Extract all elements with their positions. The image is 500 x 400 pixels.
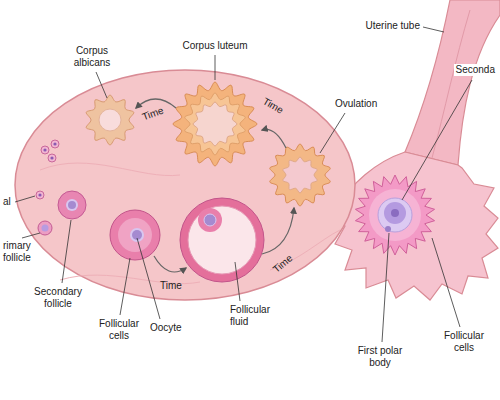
part-label: Follicular fluid: [230, 304, 282, 328]
follicular-antrum: [188, 206, 256, 274]
primordial-oocyte: [43, 148, 46, 151]
corpus-luteum-core: [193, 102, 237, 146]
part-label: rimary follicle: [3, 240, 47, 264]
corpus-luteum: [173, 82, 257, 166]
oocyte-nucleus: [391, 209, 399, 217]
part-label: Seconda: [454, 64, 497, 76]
leader-line: [120, 258, 130, 315]
growing-zona: [130, 228, 144, 242]
leader-line: [432, 238, 460, 327]
part-label: Oocyte: [150, 322, 182, 334]
leader-line: [96, 72, 107, 98]
part-label: Follicular cells: [92, 318, 146, 342]
part-label: al: [3, 196, 11, 208]
secondary-oocyte: [384, 202, 406, 224]
leader-line: [22, 233, 40, 238]
time-arrow: [262, 129, 286, 148]
time-arrow: [154, 256, 186, 272]
secondary-zona: [66, 199, 78, 211]
primordial-oocyte: [38, 193, 41, 196]
cumulus-oophorus: [198, 208, 222, 232]
secondary-oocyte: [68, 201, 76, 209]
primordial-oocyte: [53, 142, 56, 145]
zona-pellucida: [378, 198, 412, 232]
corpus-albicans-core: [99, 109, 121, 131]
primary-follicle: [38, 221, 52, 235]
growing-follicle: [110, 210, 160, 260]
leader-line: [215, 55, 216, 80]
fimbriae: [330, 152, 498, 300]
part-label: Secondary follicle: [30, 286, 86, 310]
part-label: Uterine tube: [360, 20, 420, 32]
part-label: Ovulation: [335, 98, 377, 110]
part-label: Corpus luteum: [170, 40, 260, 52]
time-label: Time: [141, 105, 166, 124]
leader-line: [62, 220, 71, 283]
leader-line: [423, 27, 444, 32]
leader-lines: [15, 27, 472, 342]
vesicular-oocyte: [204, 214, 216, 226]
corpus-albicans: [86, 95, 134, 145]
primordial-oocyte: [50, 156, 53, 159]
part-label: Corpus albicans: [66, 45, 118, 69]
corona-radiata: [355, 175, 434, 255]
secondary-follicle: [58, 191, 86, 219]
part-label: Follicular cells: [436, 330, 492, 354]
polar-body: [385, 226, 391, 232]
corpus-luteum-fold: [185, 93, 245, 155]
ruptured-follicle-core: [283, 157, 317, 193]
corona-inner: [369, 189, 421, 241]
follicle-stages: [36, 82, 435, 282]
primordial-follicle: [48, 154, 56, 162]
time-arrows: [136, 99, 294, 272]
ovary-outline: [15, 70, 355, 300]
primordial-follicle: [41, 146, 49, 154]
leader-line: [235, 262, 240, 301]
time-label: Time: [160, 280, 182, 292]
primary-oocyte: [42, 225, 49, 232]
granulosa-layer: [118, 218, 152, 252]
ruptured-follicle: [270, 144, 330, 206]
time-arrow: [262, 208, 294, 254]
primordial-follicle: [36, 191, 44, 199]
primordial-follicle: [51, 140, 59, 148]
leader-line: [15, 196, 35, 202]
tube-fold: [432, 10, 470, 158]
leader-line: [402, 80, 472, 200]
leader-line: [137, 238, 160, 319]
leader-line: [382, 233, 389, 342]
leader-line: [320, 113, 345, 153]
time-label: Time: [271, 252, 295, 275]
time-label: Time: [260, 95, 285, 116]
part-label: First polar body: [352, 345, 408, 369]
vesicular-follicle: [180, 198, 264, 282]
